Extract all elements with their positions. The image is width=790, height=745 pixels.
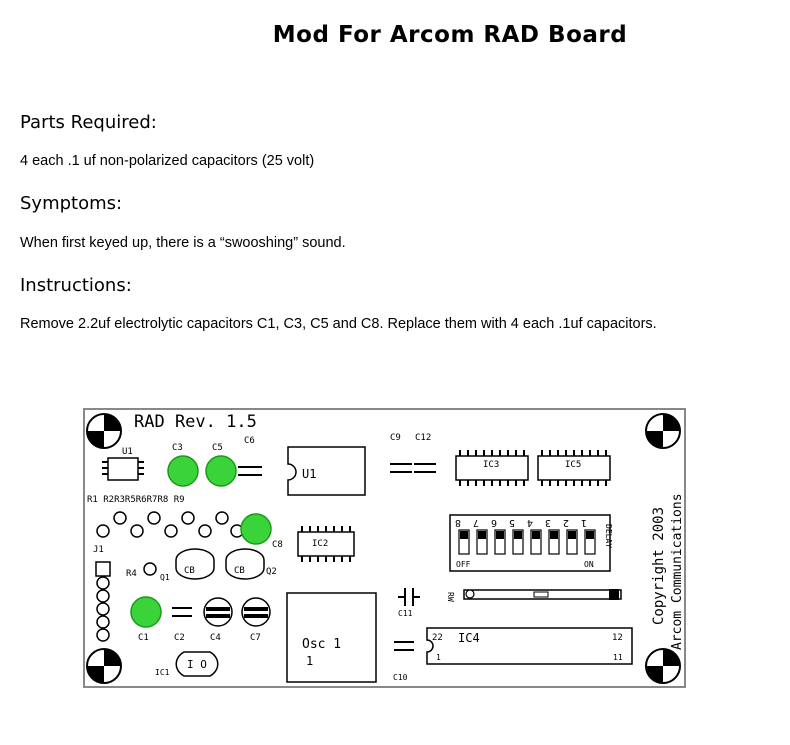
cb-right-label: CB <box>234 566 245 576</box>
c9-label: C9 <box>390 433 401 443</box>
oscillator-label: Osc 1 <box>302 637 341 652</box>
dip-number: 4 <box>527 517 533 528</box>
capacitor-c5-highlight <box>205 455 237 487</box>
instructions-text: Remove 2.2uf electrolytic capacitors C1,… <box>20 316 657 332</box>
c6-label: C6 <box>244 436 255 446</box>
instructions-heading: Instructions: <box>20 275 132 296</box>
resistor-row-label: R1 R2R3R5R6R7R8 R9 <box>87 495 185 505</box>
symptoms-heading: Symptoms: <box>20 193 123 214</box>
dip-number: 8 <box>455 517 461 528</box>
transistor-q1-outline <box>175 548 215 580</box>
capacitor-c10-symbol <box>394 641 414 651</box>
dip-delay-label: DELAY <box>604 524 613 548</box>
ic5-chip <box>537 450 611 486</box>
u1-chip-label: U1 <box>302 467 316 481</box>
oscillator-box <box>286 592 377 683</box>
dip-on-label: ON <box>584 560 594 569</box>
parts-required-heading: Parts Required: <box>20 112 157 133</box>
symptoms-text: When first keyed up, there is a “swooshi… <box>20 235 346 251</box>
c10-label: C10 <box>393 673 408 682</box>
ic3-label: IC3 <box>483 460 499 470</box>
dip-number: 1 <box>581 517 587 528</box>
ic5-label: IC5 <box>565 460 581 470</box>
ic2-label: IC2 <box>312 539 328 549</box>
ic4-pin12-label: 12 <box>612 633 623 643</box>
j1-header <box>95 561 111 642</box>
capacitor-c1-highlight <box>130 596 162 628</box>
u1-chip <box>287 446 366 496</box>
ic4-chip <box>426 627 633 665</box>
dip-switch-numbers: 8 7 6 5 4 3 2 1 <box>455 517 587 528</box>
ic4-label: IC4 <box>458 631 480 645</box>
dip-number: 6 <box>491 517 497 528</box>
rw-label: RW <box>446 592 455 602</box>
dip-switch-block <box>449 514 611 572</box>
q1-label: Q1 <box>160 573 170 582</box>
c1-label: C1 <box>138 633 149 643</box>
ic4-pin11-label: 11 <box>613 653 623 662</box>
capacitor-c4-outline <box>203 597 233 627</box>
j1-label: J1 <box>93 545 104 555</box>
ic3-chip <box>455 450 529 486</box>
capacitor-c11-symbol <box>398 588 420 606</box>
u1-small-label: U1 <box>122 447 133 457</box>
company-text: Arcom Communications <box>670 493 685 650</box>
parts-required-text: 4 each .1 uf non-polarized capacitors (2… <box>20 153 315 169</box>
transistor-q2-outline <box>225 548 265 580</box>
capacitor-c3-highlight <box>167 455 199 487</box>
mounting-hole-bottom-right <box>645 648 681 684</box>
mounting-hole-top-left <box>86 413 122 449</box>
c3-label: C3 <box>172 443 183 453</box>
dip-number: 7 <box>473 517 479 528</box>
dip-number: 5 <box>509 517 515 528</box>
c12-label: C12 <box>415 433 431 443</box>
document-title: Mod For Arcom RAD Board <box>272 22 628 48</box>
capacitors-c9-c12-symbol <box>390 463 436 473</box>
ic4-pin1-label: 1 <box>436 653 441 662</box>
q2-label: Q2 <box>266 567 277 577</box>
dip-number: 2 <box>563 517 569 528</box>
c5-label: C5 <box>212 443 223 453</box>
copyright-text: Copyright 2003 <box>651 507 667 625</box>
u1-small-chip <box>107 457 139 481</box>
r4-pad <box>143 562 157 576</box>
mounting-hole-bottom-left <box>86 648 122 684</box>
mounting-hole-top-right <box>645 413 681 449</box>
capacitor-c7-outline <box>241 597 271 627</box>
capacitor-c8-highlight <box>240 513 272 545</box>
dip-off-label: OFF <box>456 560 471 569</box>
ic1-io-label: I O <box>187 658 207 671</box>
c7-label: C7 <box>250 633 261 643</box>
ic4-pin22-label: 22 <box>432 633 443 643</box>
resistor-pads <box>96 511 244 538</box>
r4-label: R4 <box>126 569 137 579</box>
ic1-outline <box>175 651 219 677</box>
board-revision-label: RAD Rev. 1.5 <box>134 412 257 432</box>
c4-label: C4 <box>210 633 221 643</box>
c2-label: C2 <box>174 633 185 643</box>
capacitor-c2-symbol <box>172 607 192 617</box>
ic2-chip <box>297 526 355 562</box>
c8-label: C8 <box>272 540 283 550</box>
cb-left-label: CB <box>184 566 195 576</box>
ic1-label: IC1 <box>155 668 170 677</box>
dip-number: 3 <box>545 517 551 528</box>
capacitor-c6-symbol <box>238 466 262 476</box>
c11-label: C11 <box>398 609 413 618</box>
oscillator-pin-label: 1 <box>306 654 313 668</box>
